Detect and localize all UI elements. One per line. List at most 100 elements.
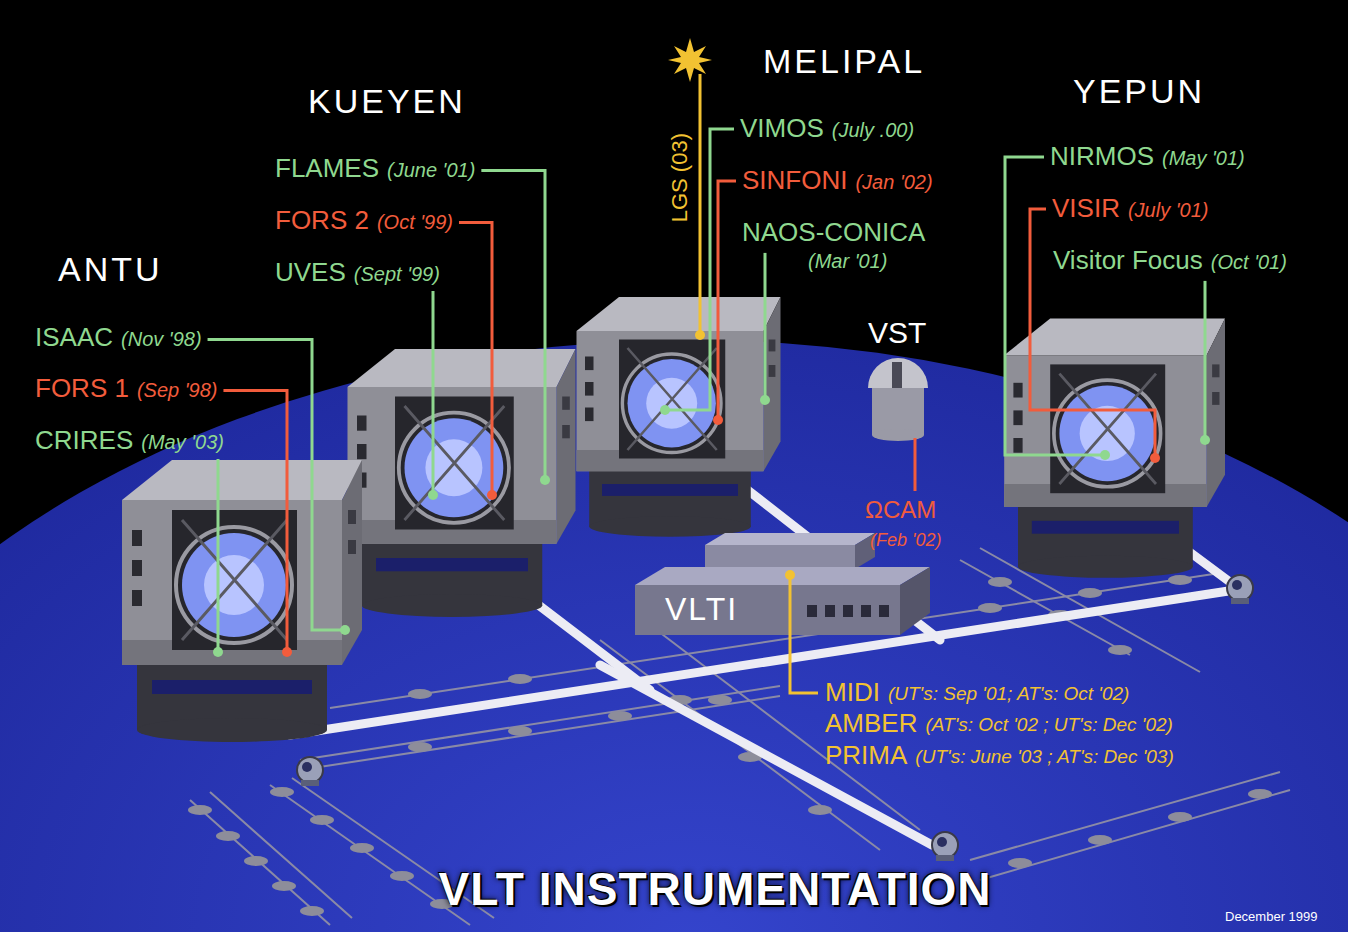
antu-telescope: [122, 460, 362, 742]
label-holder: MIDI: [825, 678, 880, 708]
diagram-title: VLT INSTRUMENTATION: [438, 866, 991, 912]
label-holder: YEPUN: [1073, 72, 1205, 111]
label-holder: FLAMES: [275, 154, 379, 184]
label-holder: SINFONI: [742, 166, 847, 196]
label-holder: (June '01): [387, 159, 475, 182]
label-holder: ANTU: [58, 250, 163, 289]
mount-point: [660, 405, 670, 415]
leader-line: [665, 129, 734, 410]
label-holder: CRIRES: [35, 426, 133, 456]
leader-line: [217, 459, 220, 652]
laser-guide-star: [668, 38, 712, 82]
mount-point: [1200, 435, 1210, 445]
instrument-name: PRIMA: [825, 741, 907, 771]
label-holder: (Oct '01): [1211, 251, 1287, 274]
building-label: VLTI: [665, 525, 738, 627]
commissioning-date: (Oct '99): [377, 211, 453, 234]
label-holder: (Jan '02): [855, 171, 932, 194]
mount-point: [487, 490, 497, 500]
instrument-name: Visitor Focus: [1053, 246, 1203, 276]
auxiliary-telescope: [297, 757, 323, 786]
telescope-name: ANTU: [58, 250, 163, 289]
leader-line: [914, 438, 917, 491]
kueyen-telescope: [348, 349, 576, 617]
commissioning-date: (UT's: June '03 ; AT's: Dec '03): [915, 746, 1173, 768]
auxiliary-telescope: [1227, 575, 1253, 604]
label-holder: VIMOS: [740, 114, 824, 144]
commissioning-date: (Nov '98): [121, 328, 202, 351]
leader-line: [764, 253, 767, 400]
mount-point: [282, 647, 292, 657]
vst-dome: [868, 358, 928, 441]
melipal-telescope: [577, 297, 781, 537]
label-holder: ISAAC: [35, 323, 113, 353]
instrument-name: FLAMES: [275, 154, 379, 184]
label-holder: (May '03): [141, 431, 224, 454]
instrument-name: LGS (03): [667, 133, 692, 222]
label-holder: (Sept '99): [354, 263, 440, 286]
instrument-name: MIDI: [825, 678, 880, 708]
commissioning-date: (UT's: Sep '01; AT's: Oct '02): [888, 683, 1130, 705]
label-holder: MELIPAL: [763, 42, 925, 81]
instrument-name: FORS 1: [35, 374, 129, 404]
leader-line: [718, 181, 736, 420]
commissioning-date: (AT's: Oct '02 ; UT's: Dec '02): [925, 714, 1172, 736]
label-holder: Visitor Focus: [1053, 246, 1203, 276]
mount-point: [760, 395, 770, 405]
label-holder: (Mar '01): [808, 250, 887, 273]
leader-line: [223, 391, 287, 653]
label-holder: (July '01): [1128, 199, 1209, 222]
commissioning-date: (Mar '01): [808, 250, 887, 273]
instrument-name: ISAAC: [35, 323, 113, 353]
leader-line: [699, 74, 702, 335]
telescope-name: KUEYEN: [308, 82, 466, 121]
leader-line: [208, 340, 345, 631]
instrument-name: ΩCAM: [865, 496, 936, 524]
mount-point: [540, 475, 550, 485]
instrument-name: VISIR: [1052, 194, 1120, 224]
instrument-name: NIRMOS: [1050, 142, 1154, 172]
instrument-name: AMBER: [825, 709, 917, 739]
mount-point: [713, 415, 723, 425]
instrument-name: VIMOS: [740, 114, 824, 144]
auxiliary-telescope: [932, 832, 958, 861]
commissioning-date: (Oct '01): [1211, 251, 1287, 274]
leader-line: [459, 223, 492, 496]
label-holder: VST: [868, 316, 926, 351]
label-holder: LGS (03): [667, 133, 692, 222]
instrument-name: CRIRES: [35, 426, 133, 456]
label-holder: (UT's: June '03 ; AT's: Dec '03): [915, 746, 1173, 768]
title-holder: VLT INSTRUMENTATION: [438, 866, 991, 912]
telescope-name: VST: [868, 316, 926, 351]
commissioning-date: (Sept '99): [354, 263, 440, 286]
commissioning-date: (Feb '02): [870, 530, 941, 551]
label-holder: (Feb '02): [870, 530, 941, 551]
date-note: December 1999: [1225, 910, 1318, 925]
label-holder: December 1999: [1225, 910, 1318, 925]
instrument-name: SINFONI: [742, 166, 847, 196]
commissioning-date: (Sep '98): [137, 379, 218, 402]
commissioning-date: (May '01): [1162, 147, 1245, 170]
label-holder: FORS 2: [275, 206, 369, 236]
label-holder: (May '01): [1162, 147, 1245, 170]
commissioning-date: (Jan '02): [855, 171, 932, 194]
yepun-telescope: [1004, 318, 1225, 577]
label-holder: VISIR: [1052, 194, 1120, 224]
commissioning-date: (July .00): [832, 119, 914, 142]
mount-point: [1150, 453, 1160, 463]
label-holder: (July .00): [832, 119, 914, 142]
telescope-name: MELIPAL: [763, 42, 925, 81]
label-holder: NIRMOS: [1050, 142, 1154, 172]
mount-point: [428, 490, 438, 500]
label-holder: AMBER: [825, 709, 917, 739]
label-holder: ΩCAM: [865, 496, 936, 524]
instrument-name: UVES: [275, 258, 346, 288]
mount-point: [213, 647, 223, 657]
commissioning-date: (May '03): [141, 431, 224, 454]
telescope-name: YEPUN: [1073, 72, 1205, 111]
vlti-leader: [790, 640, 818, 693]
instrument-name: FORS 2: [275, 206, 369, 236]
label-holder: KUEYEN: [308, 82, 466, 121]
label-holder: FORS 1: [35, 374, 129, 404]
